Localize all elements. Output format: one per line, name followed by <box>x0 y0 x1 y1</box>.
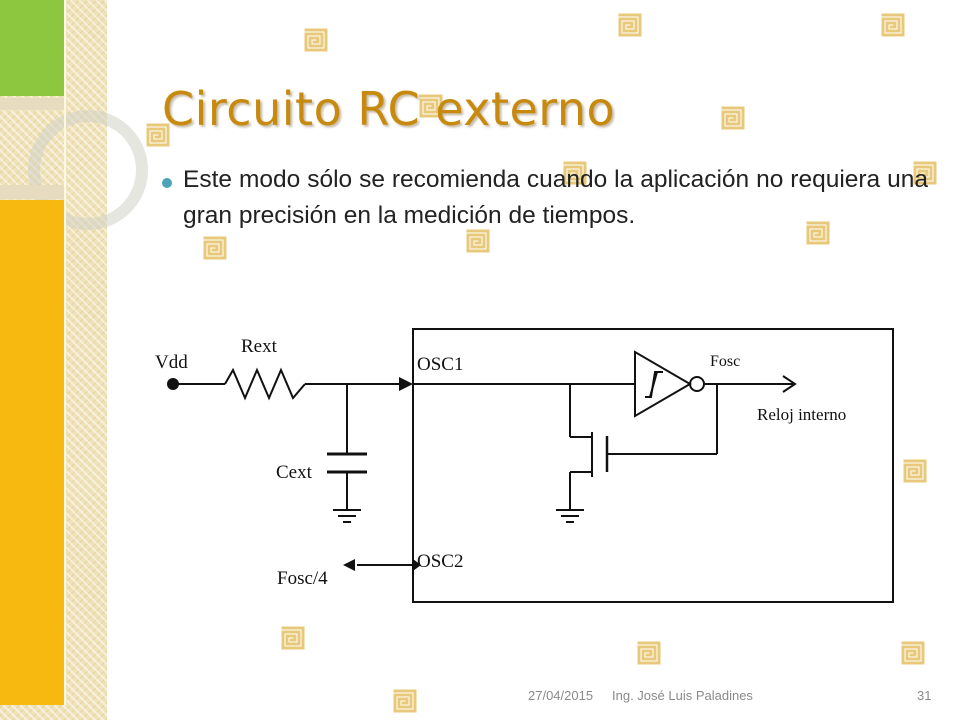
vdd-label: Vdd <box>155 352 188 373</box>
yellow-accent-bar <box>0 200 64 705</box>
greek-key-icon <box>303 27 329 53</box>
rc-circuit-diagram: Vdd Rext Cext OSC1 OSC2 Fosc Reloj inter… <box>155 328 894 603</box>
rext-label: Rext <box>241 336 278 357</box>
reloj-interno-label: Reloj interno <box>757 405 846 424</box>
greek-key-icon <box>202 235 228 261</box>
greek-key-icon <box>636 640 662 666</box>
bullet-text: Este modo sólo se recomienda cuando la a… <box>183 166 928 229</box>
greek-key-icon <box>280 625 306 651</box>
fosc-label: Fosc <box>710 353 740 370</box>
fosc4-label: Fosc/4 <box>277 568 328 589</box>
cext-label: Cext <box>276 462 313 483</box>
osc1-label: OSC1 <box>417 354 463 375</box>
footer-page-number: 31 <box>917 688 932 703</box>
footer-date: 27/04/2015 <box>528 688 594 703</box>
greek-key-icon <box>617 12 643 38</box>
footer-author: Ing. José Luis Paladines <box>612 688 753 703</box>
slide-title: Circuito RC externo <box>162 82 616 136</box>
greek-key-icon <box>880 12 906 38</box>
green-accent-bar <box>0 0 64 96</box>
bullet-icon <box>162 178 172 188</box>
greek-key-icon <box>720 105 746 131</box>
osc2-label: OSC2 <box>417 551 463 572</box>
greek-key-icon <box>900 640 926 666</box>
strip-edge-line <box>64 0 66 705</box>
cream-divider <box>0 98 64 110</box>
cream-divider <box>0 185 64 199</box>
greek-key-icon <box>392 688 418 714</box>
